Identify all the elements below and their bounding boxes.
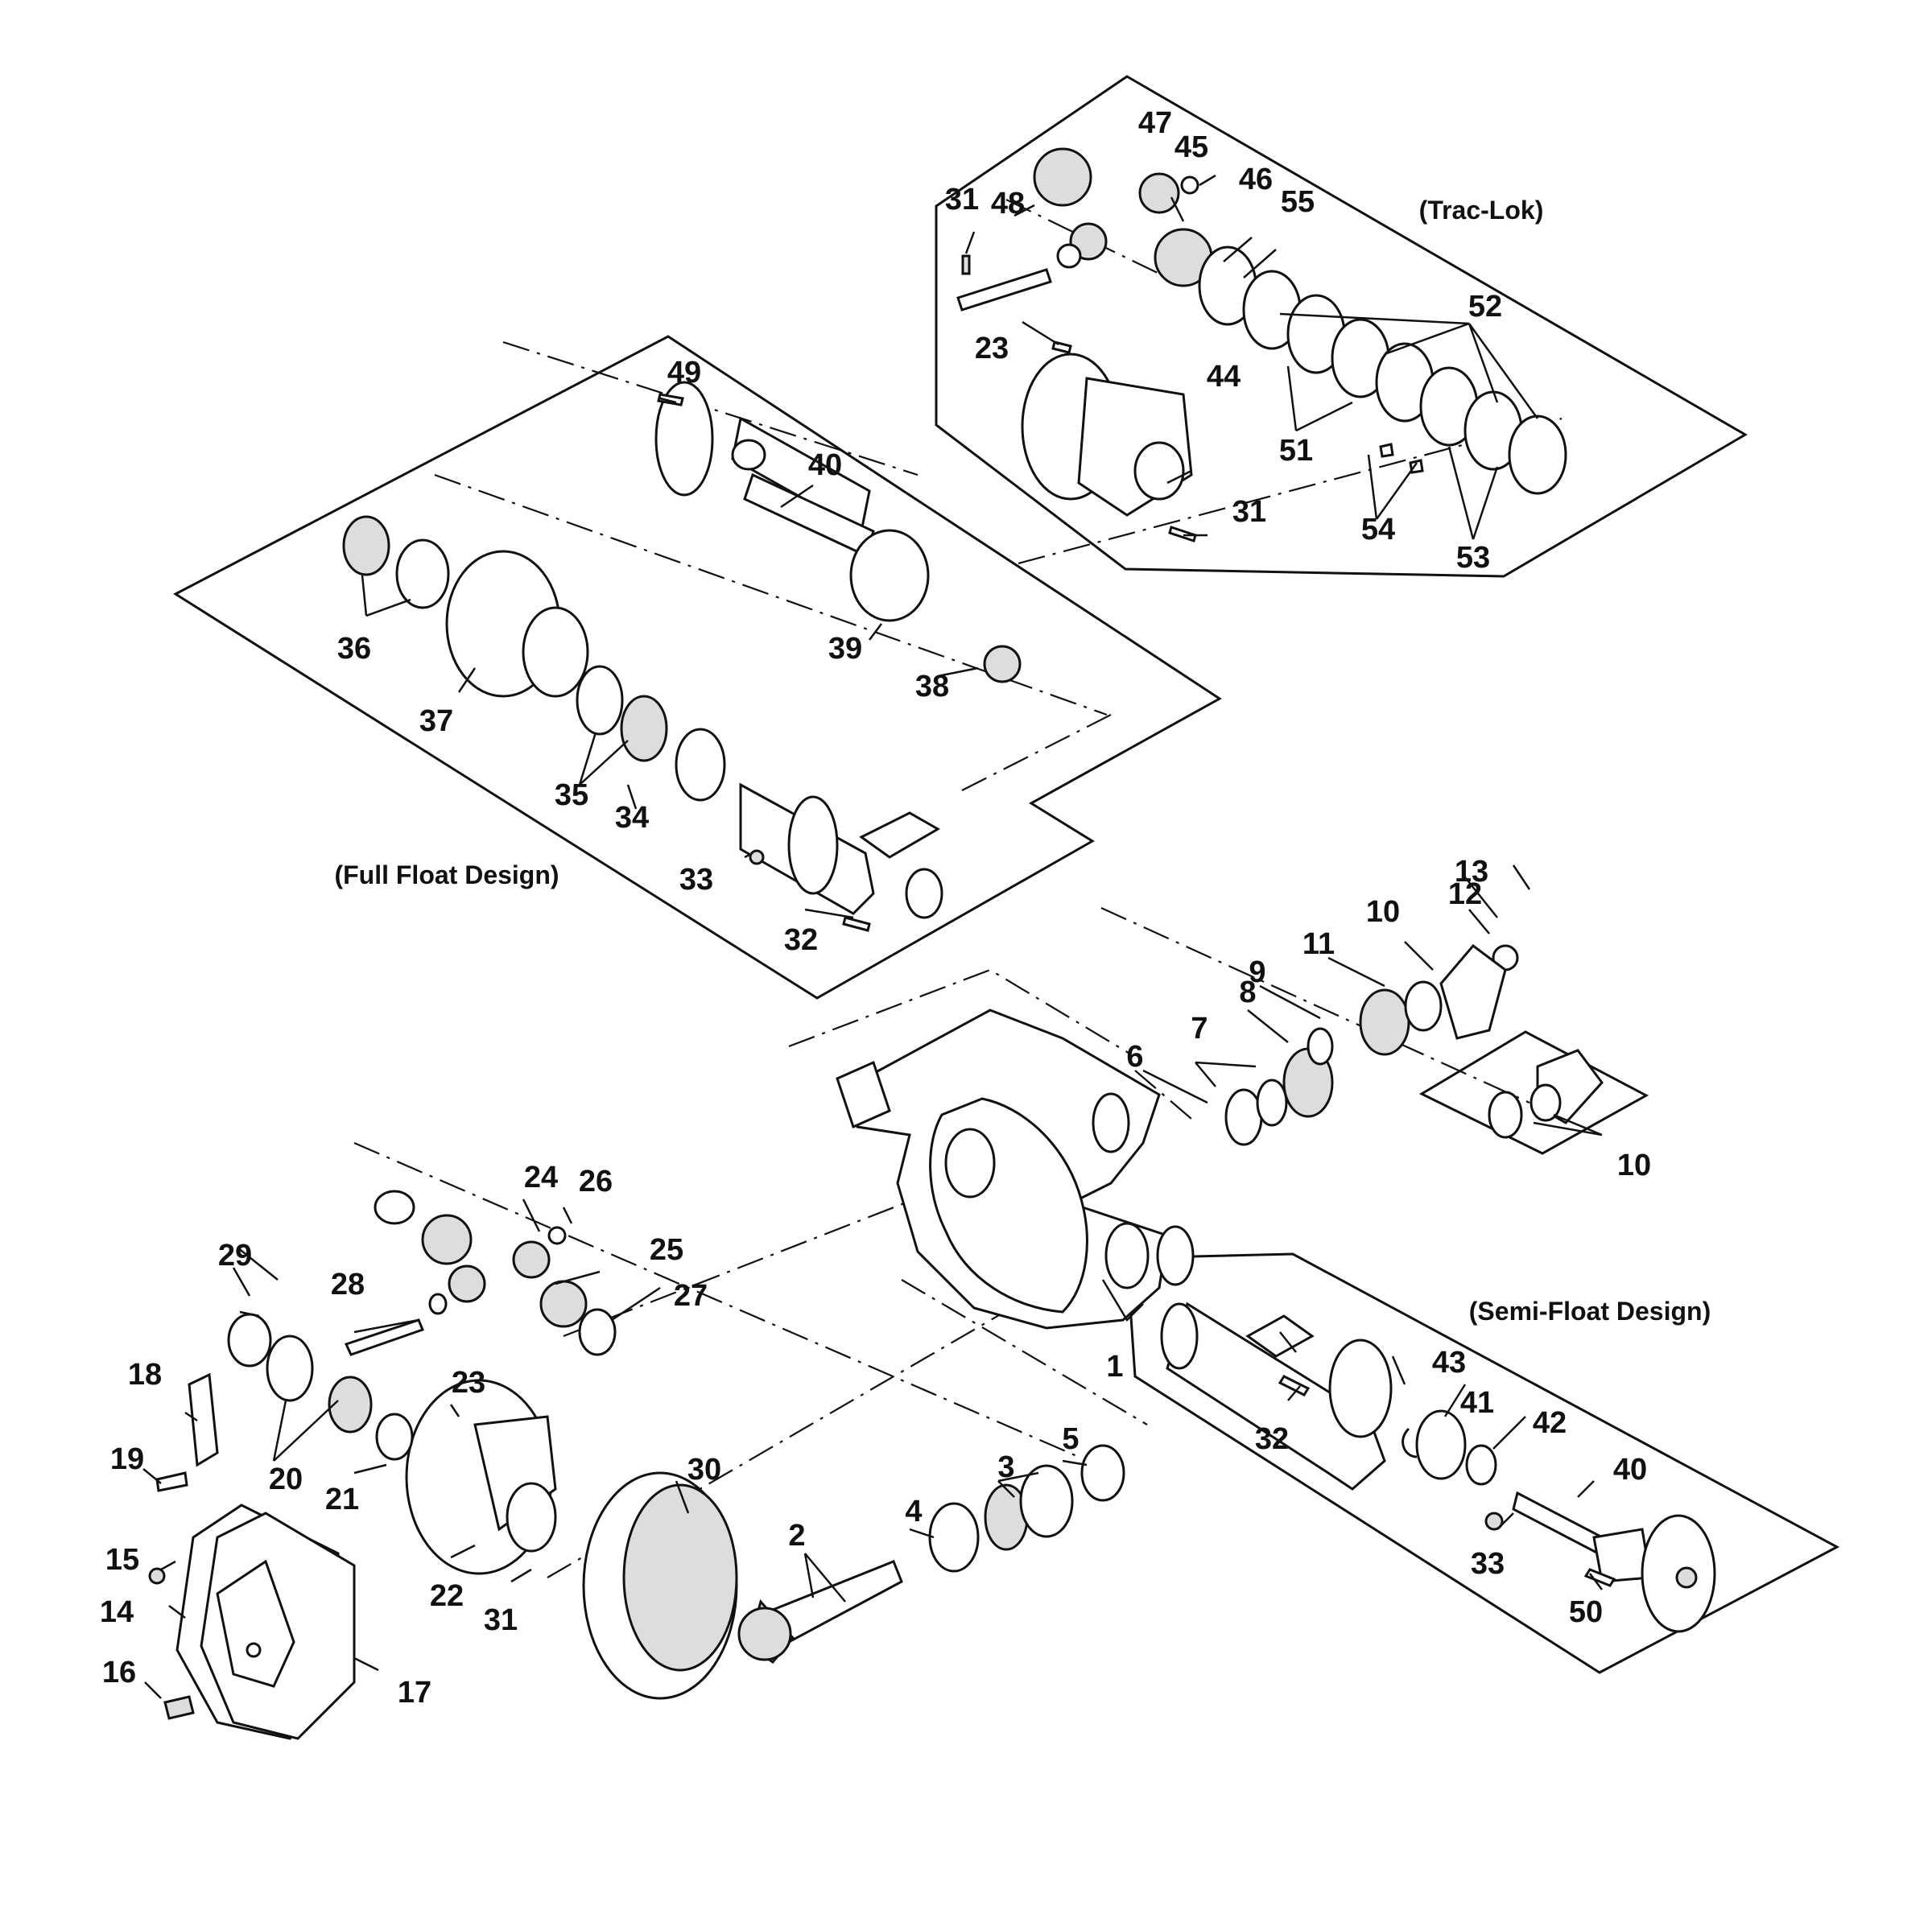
callout-1: 1 (1106, 1350, 1123, 1384)
section-title-trac-lok: (Trac-Lok) (1419, 196, 1544, 225)
callout-44: 44 (1207, 360, 1241, 394)
callout-10-flange: 10 (1617, 1149, 1651, 1182)
full-float-group-outline (172, 335, 1222, 1000)
callout-14: 14 (100, 1595, 134, 1629)
pinion-gear (737, 1560, 903, 1664)
callout-48: 48 (991, 187, 1025, 221)
callout-29: 29 (218, 1239, 252, 1273)
callout-13: 13 (1455, 855, 1488, 889)
callout-49: 49 (667, 356, 701, 390)
callout-10-yoke: 10 (1366, 895, 1400, 929)
section-title-full-float: (Full Float Design) (334, 860, 559, 889)
callout-9: 9 (1249, 955, 1265, 989)
callout-30: 30 (687, 1453, 721, 1487)
callout-22: 22 (430, 1579, 464, 1613)
callout-12: 12 (1448, 877, 1482, 911)
callout-39: 39 (828, 632, 862, 666)
ring-gear (582, 1471, 738, 1700)
callout-19: 19 (110, 1442, 144, 1476)
callout-24: 24 (524, 1161, 558, 1194)
callout-34: 34 (615, 801, 649, 835)
semi-float-group-outline (1125, 1252, 1840, 1674)
trac-lok-group-outline (935, 75, 1748, 578)
callout-37: 37 (419, 704, 453, 738)
part-callouts: 1 2 3 4 5 6 7 8 9 10 11 12 13 10 14 15 1… (100, 106, 1651, 1710)
callout-54: 54 (1361, 513, 1395, 547)
semi-float-assembly (1160, 1302, 1716, 1633)
callout-8: 8 (1239, 976, 1256, 1009)
callout-15: 15 (105, 1543, 139, 1577)
trac-lok-assembly (956, 147, 1567, 542)
leader-lines (142, 174, 1603, 1699)
callout-7: 7 (1191, 1012, 1208, 1046)
callout-26: 26 (579, 1165, 613, 1198)
differential-cover (148, 1504, 356, 1740)
callout-23: 23 (452, 1366, 485, 1400)
callout-28: 28 (331, 1268, 365, 1302)
callout-27: 27 (674, 1279, 708, 1313)
callout-55: 55 (1281, 185, 1315, 219)
callout-52: 52 (1468, 290, 1502, 324)
pinion-bearing-parts (928, 943, 1519, 1573)
callout-33-full-float: 33 (679, 863, 713, 897)
callout-46: 46 (1239, 163, 1273, 196)
callout-40-semi-float: 40 (1613, 1453, 1647, 1487)
callout-36: 36 (337, 632, 371, 666)
differential-case (405, 1379, 557, 1575)
callout-5: 5 (1062, 1422, 1079, 1456)
callout-25: 25 (650, 1233, 683, 1267)
section-title-semi-float: (Semi-Float Design) (1469, 1297, 1711, 1326)
callout-47: 47 (1138, 106, 1172, 140)
callout-43: 43 (1432, 1346, 1466, 1380)
callout-18: 18 (128, 1358, 162, 1392)
callout-23-trac-lok: 23 (975, 332, 1009, 365)
callout-11: 11 (1302, 927, 1335, 961)
callout-2: 2 (788, 1519, 805, 1553)
callout-51: 51 (1279, 434, 1313, 468)
callout-45: 45 (1174, 130, 1208, 164)
callout-21: 21 (325, 1483, 359, 1516)
callout-53: 53 (1456, 541, 1490, 575)
callout-33-semi-float: 33 (1471, 1547, 1505, 1581)
callout-4: 4 (905, 1495, 922, 1528)
callout-32-semi-float: 32 (1255, 1422, 1289, 1456)
callout-20: 20 (269, 1462, 303, 1496)
callout-32-full-float: 32 (784, 923, 818, 957)
callout-41: 41 (1460, 1386, 1494, 1420)
callout-3: 3 (997, 1450, 1014, 1484)
callout-31-trac-lok-top: 31 (945, 183, 979, 217)
callout-6: 6 (1126, 1040, 1143, 1074)
callout-31-diff: 31 (484, 1603, 518, 1637)
companion-flange (1488, 1049, 1604, 1139)
full-float-assembly (342, 381, 1022, 932)
callout-38: 38 (915, 670, 949, 703)
callout-16: 16 (102, 1656, 136, 1689)
callout-50: 50 (1569, 1595, 1603, 1629)
callout-40-full-float: 40 (808, 448, 842, 482)
callout-42: 42 (1533, 1406, 1567, 1440)
callout-35: 35 (555, 778, 588, 812)
axle-housing (836, 1009, 1195, 1330)
callout-31-trac-lok-bottom: 31 (1232, 495, 1266, 529)
callout-17: 17 (398, 1676, 431, 1710)
